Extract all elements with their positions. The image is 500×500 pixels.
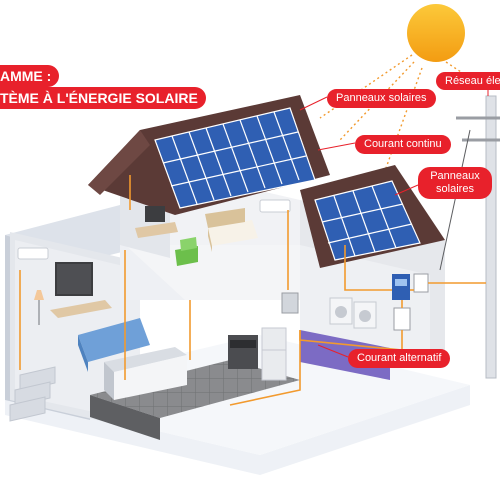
callout-leaders — [299, 82, 489, 358]
electric-meter — [413, 273, 429, 293]
callout-grid: Réseau éle — [436, 72, 500, 90]
kitchen-floor — [90, 360, 300, 418]
power-pole — [439, 95, 500, 379]
breaker-box — [393, 307, 411, 331]
wiring — [19, 175, 486, 406]
desk-monitor — [135, 206, 178, 238]
bedroom-ac — [259, 199, 291, 213]
sofa — [78, 318, 150, 372]
stairs — [9, 366, 56, 422]
sun-icon — [407, 4, 465, 62]
wall-panel-kitchen — [281, 292, 299, 314]
fridge — [261, 327, 287, 381]
bed — [205, 208, 258, 252]
dryer — [353, 301, 377, 329]
callout-dc-current: Courant continu — [355, 135, 451, 154]
callout-panels-top: Panneaux solaires — [327, 89, 436, 108]
stove — [228, 335, 258, 369]
title-line-2: TÈME À L'ÉNERGIE SOLAIRE — [0, 87, 206, 109]
callout-ac-current: Courant alternatif — [348, 349, 451, 368]
inverter — [392, 274, 410, 300]
washing-machine — [329, 297, 353, 325]
green-chair — [175, 237, 198, 266]
sun-rays — [319, 54, 471, 169]
solar-panels-annex-roof — [314, 180, 421, 261]
lamp — [34, 290, 44, 325]
callout-panels-side: Panneaux solaires — [418, 167, 492, 199]
title-line-1: AMME : — [0, 65, 60, 87]
ground-platform — [5, 385, 470, 475]
tv-cabinet — [50, 300, 112, 318]
air-conditioner — [17, 247, 49, 260]
solar-panels-main-roof — [154, 107, 316, 209]
